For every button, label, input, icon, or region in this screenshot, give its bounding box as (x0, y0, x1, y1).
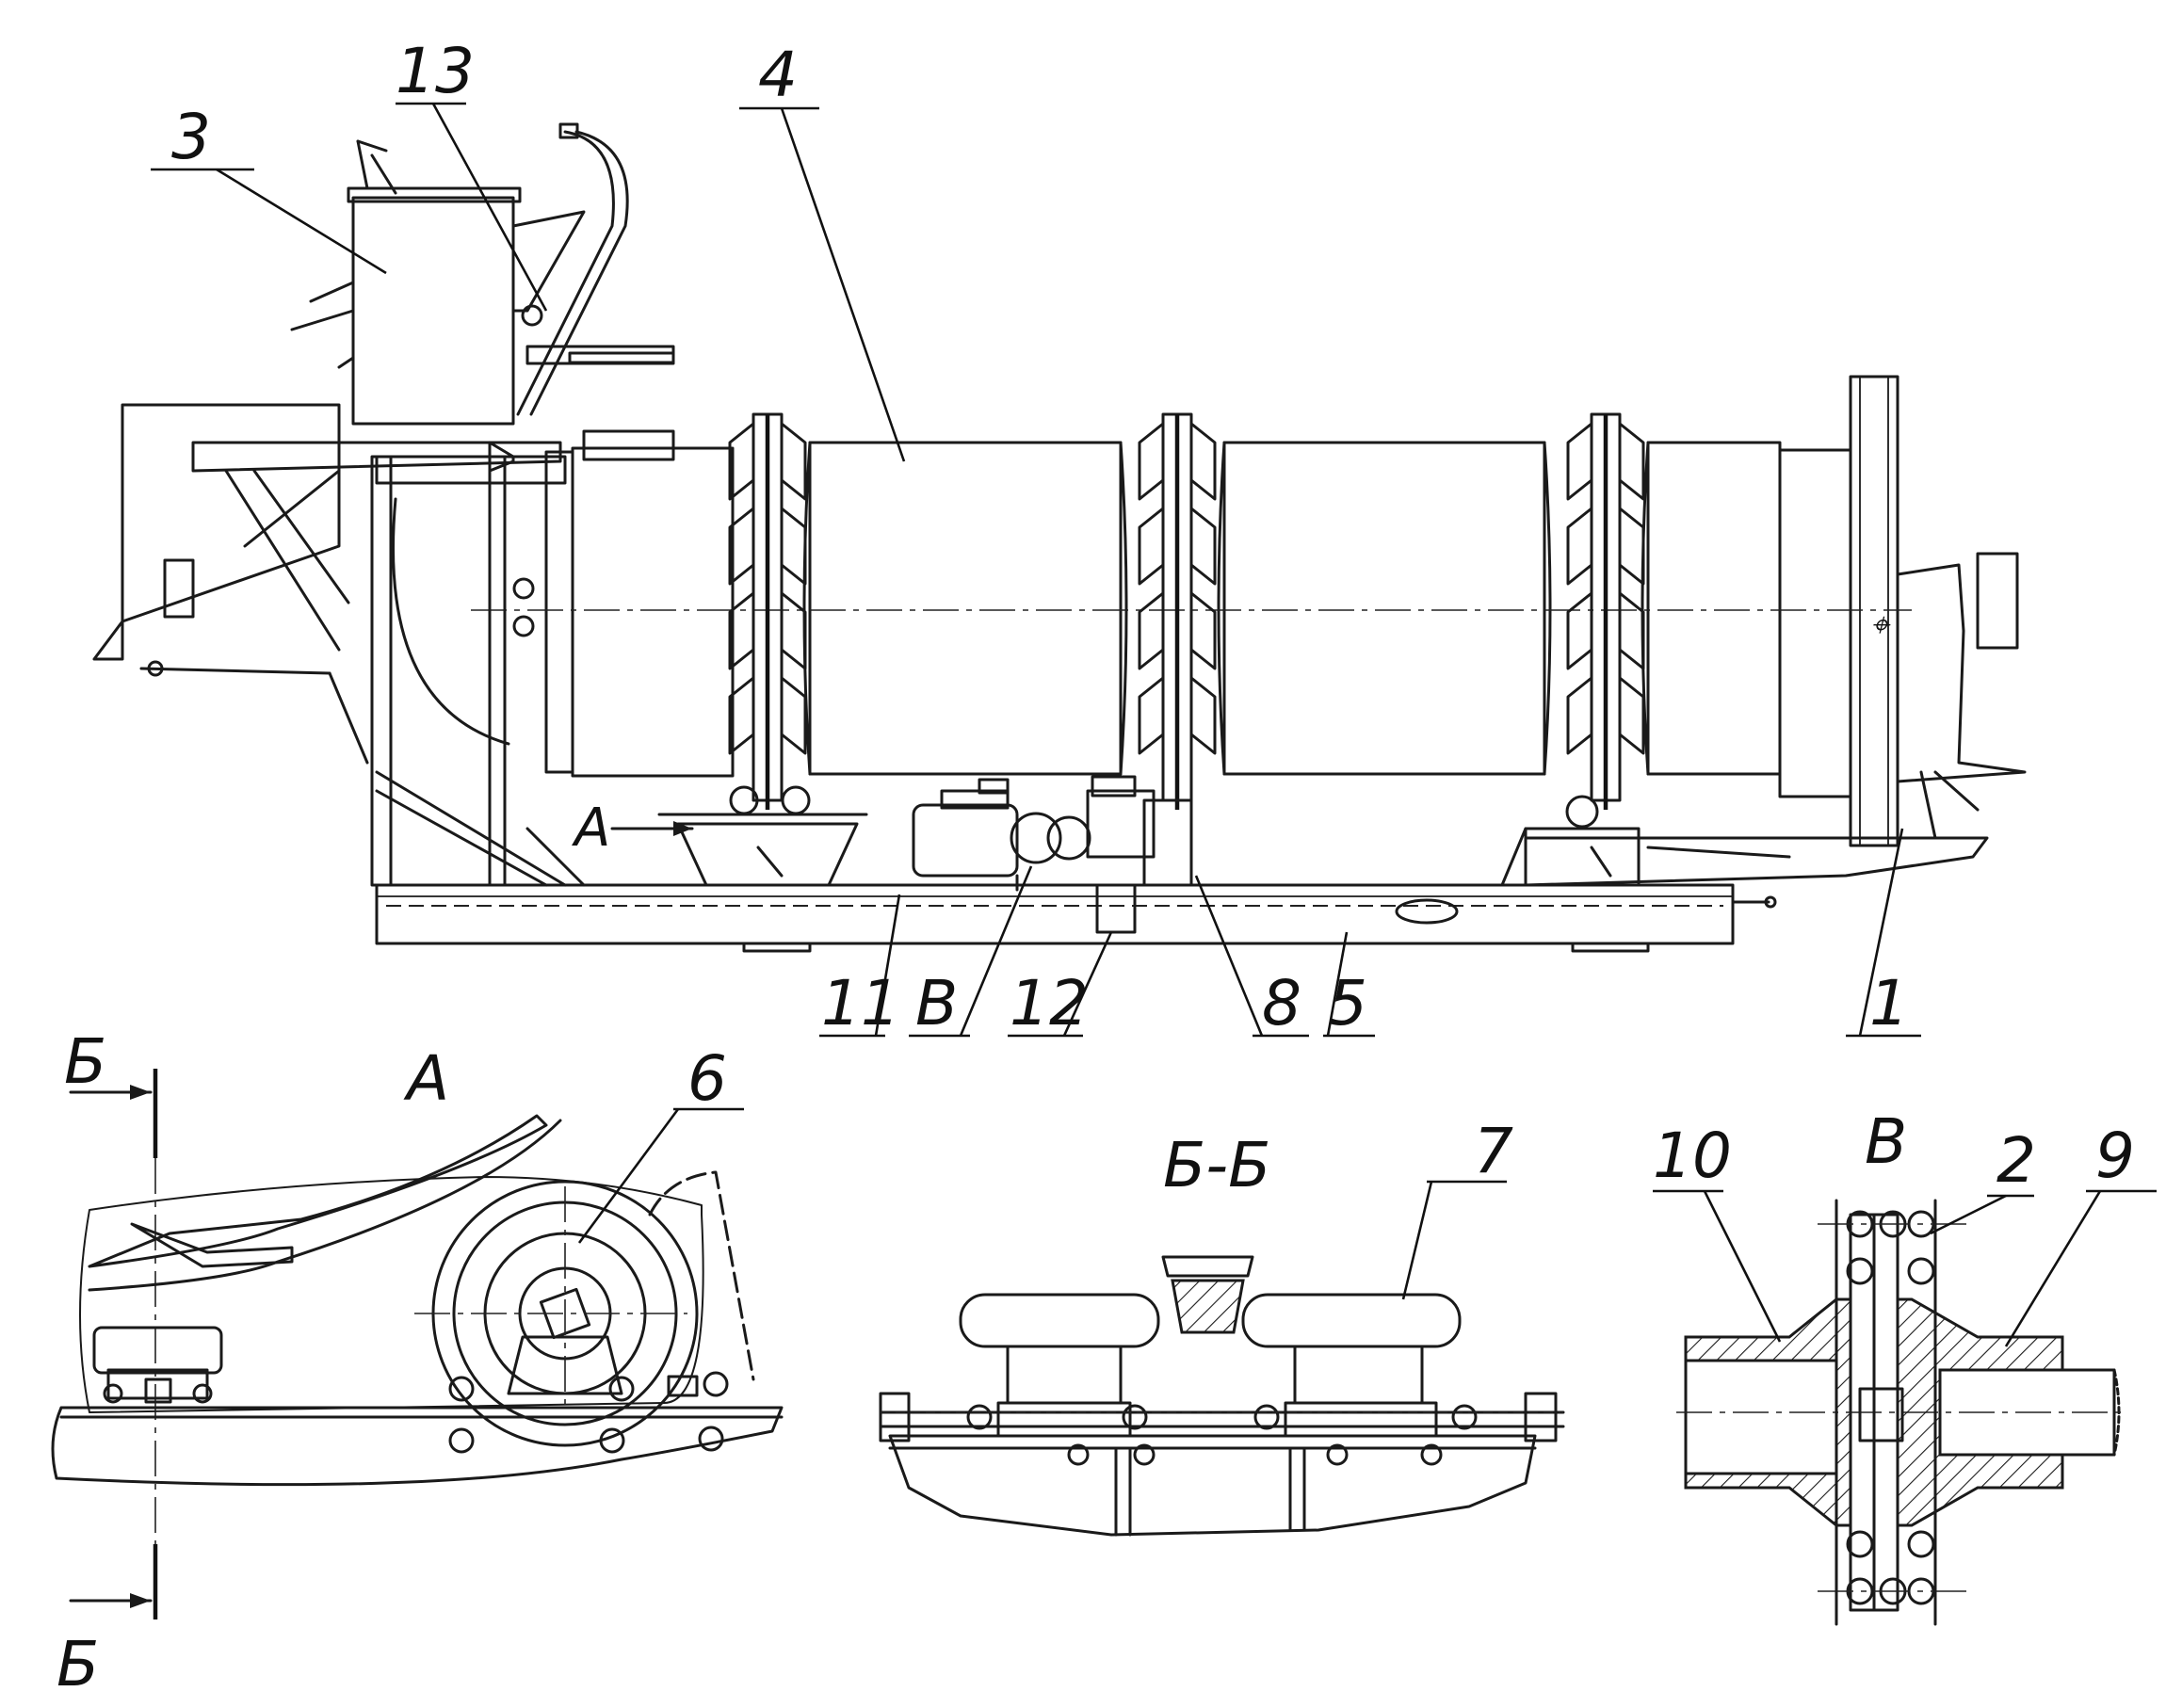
view-title-V: В (1865, 1105, 1907, 1178)
section-title-BB: Б-Б (1163, 1129, 1270, 1201)
cut-label-B-bottom: Б (57, 1628, 99, 1700)
feeder-frame (92, 403, 586, 887)
discharge-end: ⌖ (1524, 375, 2027, 887)
view-A-bolts (448, 1371, 729, 1454)
view-arrow-A: А (572, 798, 694, 859)
part-label-12: 12 (1010, 967, 1089, 1039)
drum-rings (728, 412, 1645, 810)
view-A: А Б Б (51, 1025, 784, 1700)
drive-unit (912, 775, 1193, 934)
cut-marks: Б Б (57, 1025, 158, 1700)
ring-2 (1138, 412, 1217, 810)
base-frame (375, 883, 1777, 953)
main-view: ⌖ (92, 35, 2027, 1039)
arrow-label-A: А (572, 798, 610, 859)
part-label-9: 9 (2095, 1120, 2135, 1192)
part-label-8: 8 (1262, 967, 1301, 1039)
part-label-10: 10 (1653, 1120, 1732, 1192)
part-label-7: 7 (1474, 1115, 1513, 1187)
arrow-label-V: В (915, 967, 958, 1039)
part-label-13: 13 (396, 35, 475, 107)
part-label-3: 3 (171, 101, 211, 173)
part-label-6: 6 (687, 1042, 727, 1115)
part-label-5: 5 (1328, 967, 1367, 1039)
ring-3 (1566, 412, 1645, 810)
view-V: В (1653, 1105, 2157, 1626)
cut-label-B-top: Б (64, 1025, 106, 1098)
svg-text:⌖: ⌖ (1870, 606, 1891, 644)
view-title-A: А (403, 1042, 449, 1115)
section-BB: Б-Б 7 (879, 1115, 1565, 1537)
main-leaders (151, 102, 1921, 1038)
ring-1 (728, 412, 807, 810)
coupling-bolts (1818, 1210, 1968, 1605)
part-label-1: 1 (1869, 967, 1909, 1039)
part-label-2: 2 (1996, 1124, 2036, 1197)
roller-supports (657, 785, 1641, 887)
part-label-4: 4 (758, 39, 798, 111)
loading-hopper (290, 122, 675, 473)
part-label-11: 11 (821, 967, 900, 1039)
